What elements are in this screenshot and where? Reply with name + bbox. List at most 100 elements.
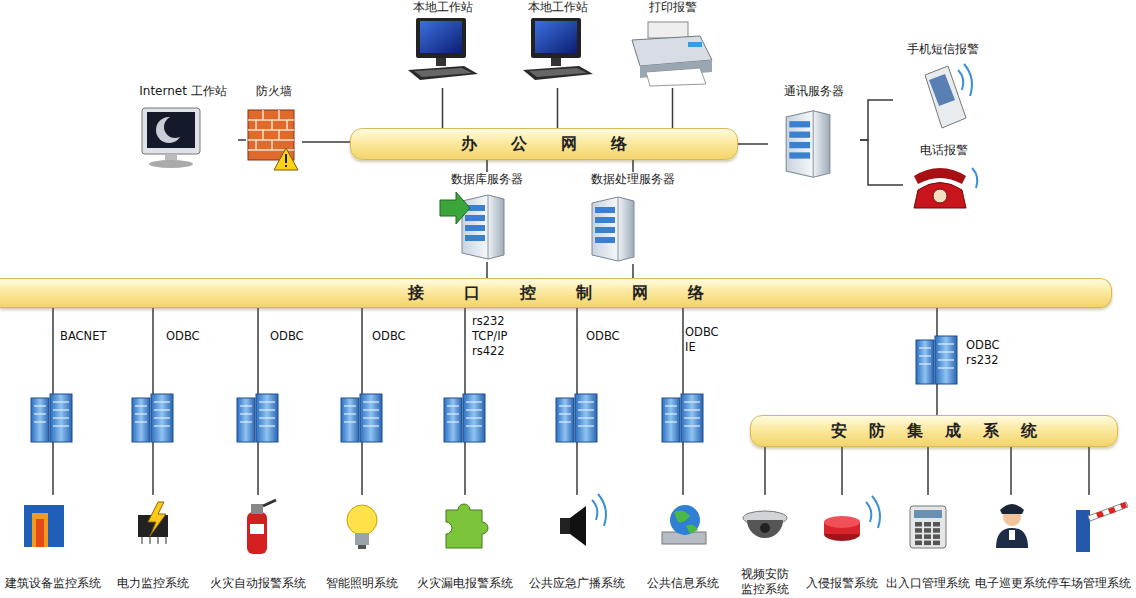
firewall-icon-part bbox=[248, 110, 294, 150]
firewall-icon-part bbox=[285, 165, 287, 167]
printer-icon bbox=[632, 22, 712, 86]
device-label: 出入口管理系统 bbox=[886, 576, 970, 590]
network-link bbox=[860, 140, 903, 185]
device-node: 本地工作站 bbox=[510, 0, 605, 88]
device-label: 停车场管理系统 bbox=[1047, 576, 1131, 590]
chip-icon-part bbox=[148, 502, 166, 536]
device-node: 公共信息系统 bbox=[636, 495, 730, 590]
barrier-icon-part-part bbox=[1096, 511, 1104, 518]
bulb-icon-part bbox=[358, 545, 366, 549]
device-label: 公共信息系统 bbox=[647, 576, 719, 590]
network-link bbox=[738, 143, 768, 145]
communication-server-icon bbox=[786, 111, 830, 178]
device-node: 停车场管理系统 bbox=[1045, 495, 1133, 590]
internet-workstation-icon-part bbox=[164, 116, 186, 138]
guard-icon-part bbox=[1009, 530, 1015, 540]
communication-server-icon-part bbox=[786, 111, 830, 178]
device-label: 防火墙 bbox=[256, 84, 292, 99]
chip-icon bbox=[138, 502, 168, 544]
printer-icon-part bbox=[688, 42, 702, 47]
device-label: 建筑设备监控系统 bbox=[5, 576, 101, 590]
device-node: 公共应急广播系统 bbox=[522, 495, 632, 590]
gateway-icons-part bbox=[556, 394, 597, 442]
bulb-icon bbox=[347, 505, 377, 549]
telephone-icon bbox=[914, 168, 977, 208]
firewall-icon-part-part bbox=[278, 110, 280, 120]
protocol-label: rs232 TCP/IP rs422 bbox=[472, 314, 516, 359]
firewall-icon-part-part bbox=[286, 120, 288, 130]
gateway-icons-part bbox=[916, 336, 957, 384]
firewall-icon-part bbox=[274, 148, 298, 170]
workstation-icons-part bbox=[408, 18, 478, 80]
device-node: 电子巡更系统 bbox=[972, 495, 1050, 590]
protocol-label: ODBC bbox=[270, 329, 304, 344]
guard-icon-part bbox=[1000, 504, 1024, 514]
device-node: 电力监控系统 bbox=[105, 495, 201, 590]
camera-icon bbox=[743, 511, 787, 538]
internet-workstation-icon-part bbox=[149, 160, 193, 168]
firewall-icon-part-part bbox=[262, 130, 264, 140]
firewall-icon-part-part bbox=[255, 120, 257, 130]
device-node: 火灾漏电报警系统 bbox=[413, 495, 517, 590]
network-link bbox=[1088, 447, 1090, 495]
device-label: 入侵报警系统 bbox=[806, 576, 878, 590]
chip-icon-part bbox=[142, 537, 166, 544]
barrier-icon-part-part bbox=[1120, 502, 1127, 509]
device-node: 入侵报警系统 bbox=[802, 495, 882, 590]
device-label: 智能照明系统 bbox=[326, 576, 398, 590]
device-node: 智能照明系统 bbox=[315, 495, 409, 590]
keypad-icon-part-part bbox=[915, 541, 922, 546]
device-label: 公共应急广播系统 bbox=[529, 576, 625, 590]
puzzle-icon-part bbox=[446, 504, 488, 548]
gateway-icons-part bbox=[662, 394, 703, 442]
device-label: 手机短信报警 bbox=[907, 42, 979, 57]
device-node: Internet 工作站 bbox=[128, 84, 238, 172]
network-link bbox=[486, 262, 488, 278]
firewall-icon-part-part bbox=[248, 139, 294, 141]
extinguisher-icon-part bbox=[263, 500, 276, 506]
network-link bbox=[632, 160, 634, 172]
device-label: 打印报警 bbox=[649, 0, 697, 15]
keypad-icon-part-part bbox=[924, 528, 931, 533]
speaker-icon bbox=[560, 494, 606, 546]
keypad-icon-part-part bbox=[933, 528, 940, 533]
device-node: 打印报警 bbox=[625, 0, 720, 88]
firewall-icon bbox=[248, 110, 298, 170]
internet-workstation-icon-part bbox=[165, 154, 177, 161]
device-label: 本地工作站 bbox=[528, 0, 588, 15]
telephone-icon-part bbox=[914, 168, 966, 184]
data-server-icon-part bbox=[592, 197, 634, 261]
speaker-icon-part bbox=[592, 494, 606, 526]
chip-icon-part-part bbox=[165, 537, 167, 544]
protocol-label: ODBC bbox=[586, 329, 620, 344]
network-link bbox=[238, 139, 246, 141]
network-link bbox=[302, 141, 350, 143]
keypad-icon-part-part bbox=[915, 528, 922, 533]
network-link bbox=[860, 100, 893, 140]
network-band: 办公网络 bbox=[350, 128, 738, 160]
device-node: 建筑设备监控系统 bbox=[3, 495, 103, 590]
telephone-icon-part-part bbox=[972, 168, 977, 188]
network-band: 接口控制网络 bbox=[0, 278, 1112, 308]
network-link bbox=[927, 447, 929, 495]
barrier-icon-part bbox=[1088, 502, 1128, 521]
network-link bbox=[632, 264, 634, 278]
chip-icon-part-part bbox=[157, 537, 159, 544]
band-title: 办公网络 bbox=[427, 134, 661, 154]
telephone-icon-part bbox=[914, 183, 966, 209]
speaker-icon-part-part bbox=[598, 494, 606, 526]
barrier-icon-part-part bbox=[1108, 507, 1116, 514]
building-icon-part bbox=[36, 519, 44, 547]
alarm-button-icon bbox=[824, 496, 880, 541]
device-label: 电子巡更系统 bbox=[975, 576, 1047, 590]
camera-icon-part bbox=[760, 523, 770, 533]
keypad-icon-part bbox=[910, 506, 946, 548]
device-node: 本地工作站 bbox=[395, 0, 490, 88]
telephone-icon-part bbox=[972, 168, 977, 188]
firewall-icon-part-part bbox=[271, 120, 273, 130]
alarm-button-icon-part bbox=[824, 516, 860, 528]
guard-icon-part bbox=[996, 528, 1028, 548]
alarm-button-icon-part bbox=[866, 496, 880, 528]
speaker-icon-part-part bbox=[592, 500, 597, 520]
network-band: 安防集成系统 bbox=[750, 415, 1118, 447]
